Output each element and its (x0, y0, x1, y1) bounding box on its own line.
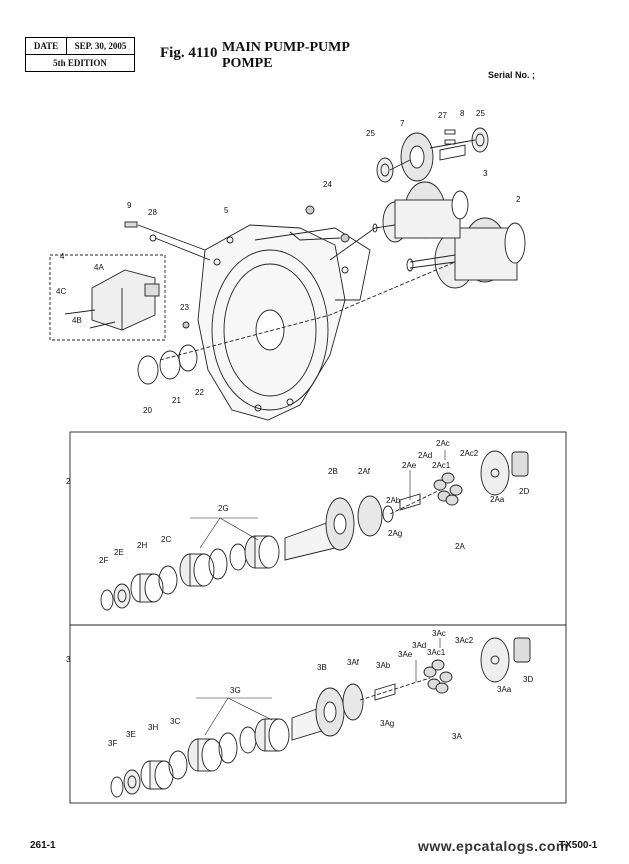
callout-3Ae: 3Ae (398, 650, 413, 659)
callout-2F: 2F (99, 556, 108, 565)
callout-2G: 2G (218, 504, 229, 513)
callout-2Ad: 2Ad (418, 451, 432, 460)
callout-2Ae: 2Ae (402, 461, 417, 470)
page-number: 261-1 (30, 840, 56, 851)
callout-2: 2 (516, 195, 521, 204)
callout-3Ab: 3Ab (376, 661, 391, 670)
callout-4: 4 (60, 252, 65, 261)
callout-3A: 3A (452, 732, 462, 741)
callout-3E: 3E (126, 730, 136, 739)
callout-2E: 2E (114, 548, 124, 557)
main-pump-rotor-3 (372, 181, 469, 243)
page-title: MAIN PUMP-PUMP (222, 40, 350, 55)
figure-number: Fig. 4110 (160, 45, 218, 61)
callout-3B: 3B (317, 663, 327, 672)
drive-gear-7 (400, 132, 466, 182)
main-pump-rotor-2 (406, 217, 526, 289)
bearing-25-left (376, 157, 394, 183)
callout-4A: 4A (94, 263, 104, 272)
edition-label: 5th EDITION (53, 58, 107, 68)
callout-3Ag: 3Ag (380, 719, 394, 728)
header-info-box: DATE SEP. 30, 2005 5th EDITION (25, 37, 135, 72)
plug-23 (182, 321, 190, 329)
callout-24: 24 (323, 180, 332, 189)
callout-5: 5 (224, 206, 229, 215)
bolts-4B-4C (64, 309, 116, 329)
callout-3F: 3F (108, 739, 117, 748)
section-2-label: 2 (66, 477, 71, 486)
callout-27: 27 (438, 111, 447, 120)
callout-2Ab: 2Ab (386, 496, 401, 505)
date-value: SEP. 30, 2005 (74, 41, 127, 51)
pilot-pump-4A (91, 269, 160, 331)
page-subtitle: POMPE (222, 56, 273, 71)
callout-25-left: 25 (366, 129, 375, 138)
ring-22 (178, 344, 198, 372)
callout-25-right: 25 (476, 109, 485, 118)
callout-3C: 3C (170, 717, 180, 726)
date-label: DATE (26, 38, 67, 54)
ring-21 (159, 350, 181, 380)
callout-28: 28 (148, 208, 157, 217)
callout-4C: 4C (56, 287, 66, 296)
callout-3Af: 3Af (347, 658, 360, 667)
callout-3Ad: 3Ad (412, 641, 426, 650)
callout-22: 22 (195, 388, 204, 397)
pump-housing (197, 224, 371, 421)
callout-3G: 3G (230, 686, 241, 695)
bolt-9 (124, 221, 138, 228)
callout-2A: 2A (455, 542, 465, 551)
callout-23: 23 (180, 303, 189, 312)
serial-number-label: Serial No. ; (488, 70, 536, 80)
section-3-box (69, 624, 567, 804)
callout-3Ac: 3Ac (432, 629, 446, 638)
ring-20 (137, 355, 159, 385)
callout-2D: 2D (519, 487, 529, 496)
callout-2Ag: 2Ag (388, 529, 402, 538)
pump-2-exploded (100, 450, 529, 611)
callout-21: 21 (172, 396, 181, 405)
callout-3H: 3H (148, 723, 158, 732)
callout-4B: 4B (72, 316, 82, 325)
callout-2B: 2B (328, 467, 338, 476)
callout-7: 7 (400, 119, 405, 128)
bolts-24 (305, 205, 350, 243)
callout-2Af: 2Af (358, 467, 371, 476)
bearing-25-right (471, 127, 489, 153)
callout-8: 8 (460, 109, 465, 118)
callout-2Ac2: 2Ac2 (460, 449, 479, 458)
callout-3D: 3D (523, 675, 533, 684)
callout-2H: 2H (137, 541, 147, 550)
callout-3: 3 (483, 169, 488, 178)
callout-3Ac2: 3Ac2 (455, 636, 474, 645)
callout-20: 20 (143, 406, 152, 415)
callout-2C: 2C (161, 535, 171, 544)
callout-2Ac1: 2Ac1 (432, 461, 451, 470)
callout-2Aa: 2Aa (490, 495, 505, 504)
pump-3-exploded (110, 637, 531, 798)
callout-2Ac: 2Ac (436, 439, 450, 448)
assembly-4-box (49, 254, 166, 341)
callout-9: 9 (127, 201, 132, 210)
key-27 (444, 129, 456, 135)
callout-3Ac1: 3Ac1 (427, 648, 446, 657)
section-3-label: 3 (66, 655, 71, 664)
model-number: TX500-1 (559, 840, 598, 851)
callout-3Aa: 3Aa (497, 685, 512, 694)
header-row-date: DATE SEP. 30, 2005 (26, 38, 134, 55)
watermark: www.epcatalogs.com (418, 838, 569, 854)
